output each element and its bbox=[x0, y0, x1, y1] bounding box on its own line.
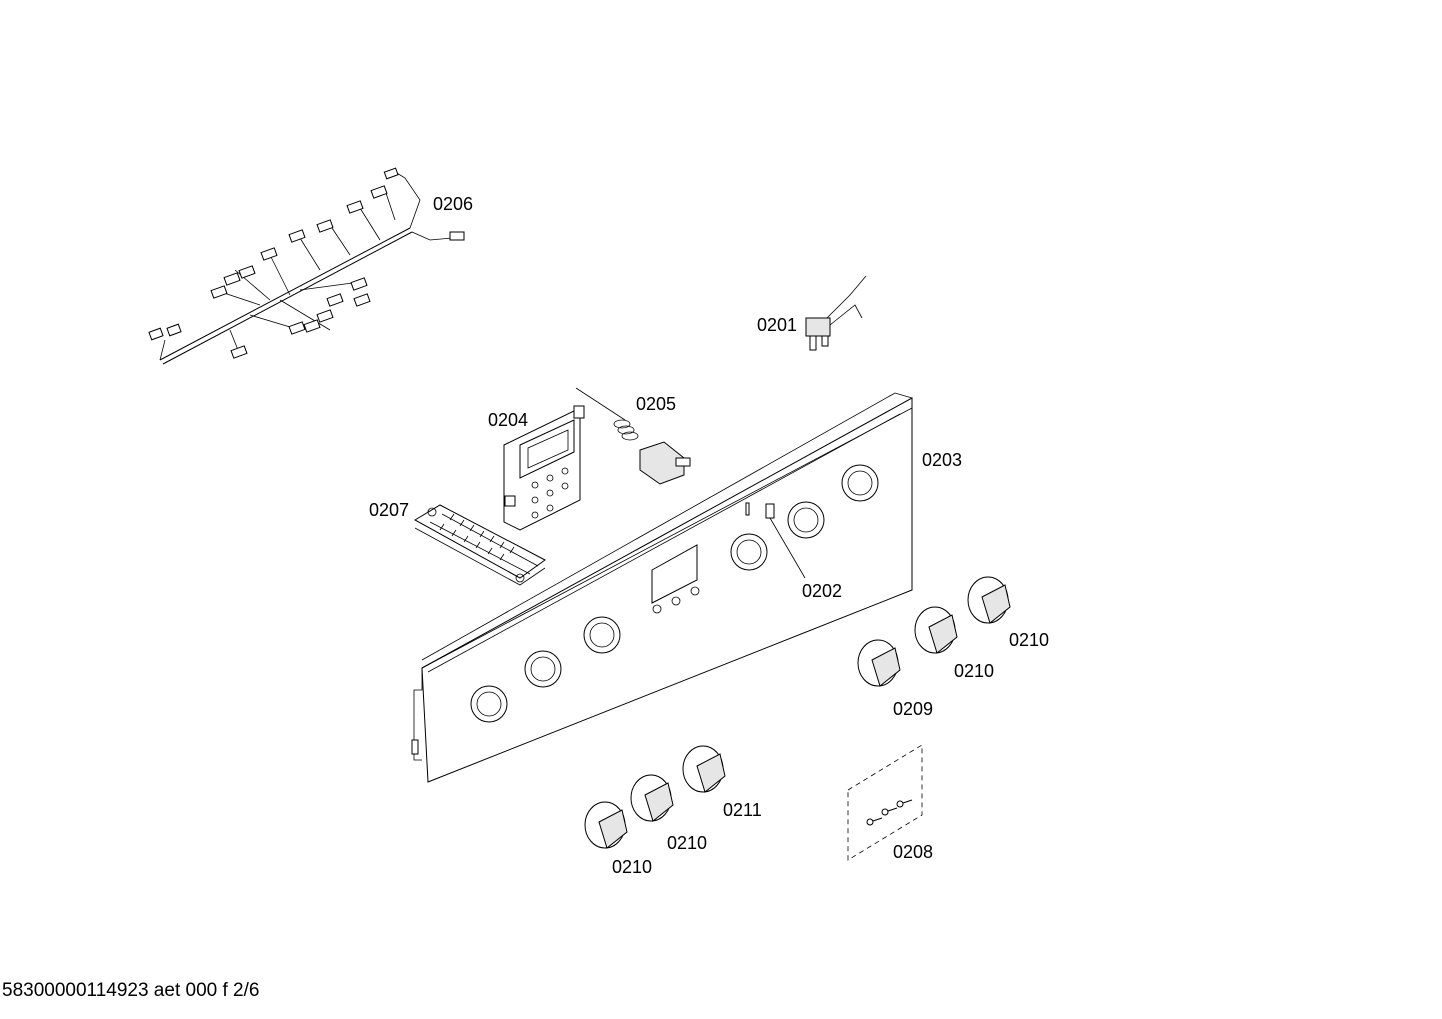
knob-opening bbox=[787, 501, 825, 539]
knob-0210-upper-a bbox=[914, 606, 958, 654]
label-0203: 0203 bbox=[922, 450, 962, 470]
label-0202: 0202 bbox=[802, 581, 842, 601]
label-0206: 0206 bbox=[433, 194, 473, 214]
document-id-footer: 58300000114923 aet 000 f 2/6 bbox=[2, 980, 260, 1001]
knob-0210-upper-b bbox=[967, 576, 1011, 624]
label-0210-b: 0210 bbox=[954, 661, 994, 681]
control-panel-0203 bbox=[411, 392, 913, 783]
label-0210-d: 0210 bbox=[612, 857, 652, 877]
knob-opening bbox=[524, 650, 562, 688]
knob-opening bbox=[841, 464, 879, 502]
knob-0210-lower-a bbox=[584, 801, 628, 849]
label-0207: 0207 bbox=[369, 500, 409, 520]
label-0208: 0208 bbox=[893, 842, 933, 862]
label-0210-a: 0210 bbox=[1009, 630, 1049, 650]
label-0204: 0204 bbox=[488, 410, 528, 430]
label-0210-c: 0210 bbox=[667, 833, 707, 853]
label-0211: 0211 bbox=[723, 800, 762, 820]
knob-opening bbox=[470, 685, 508, 723]
knob-opening bbox=[583, 616, 621, 654]
switch-connector-0201 bbox=[805, 275, 867, 351]
label-0209: 0209 bbox=[893, 699, 933, 719]
knob-0209 bbox=[857, 639, 901, 687]
knob-0210-lower-b bbox=[630, 774, 674, 822]
terminal-strip-0207 bbox=[413, 504, 546, 586]
rotary-switch-0205 bbox=[575, 387, 691, 485]
knob-0211 bbox=[682, 745, 726, 793]
knob-opening bbox=[730, 533, 768, 571]
label-0201: 0201 bbox=[757, 315, 797, 335]
screw-set-0208 bbox=[847, 744, 923, 861]
label-0205: 0205 bbox=[636, 394, 676, 414]
wiring-harness-0206 bbox=[148, 167, 465, 365]
electronic-module-0204 bbox=[503, 405, 585, 531]
